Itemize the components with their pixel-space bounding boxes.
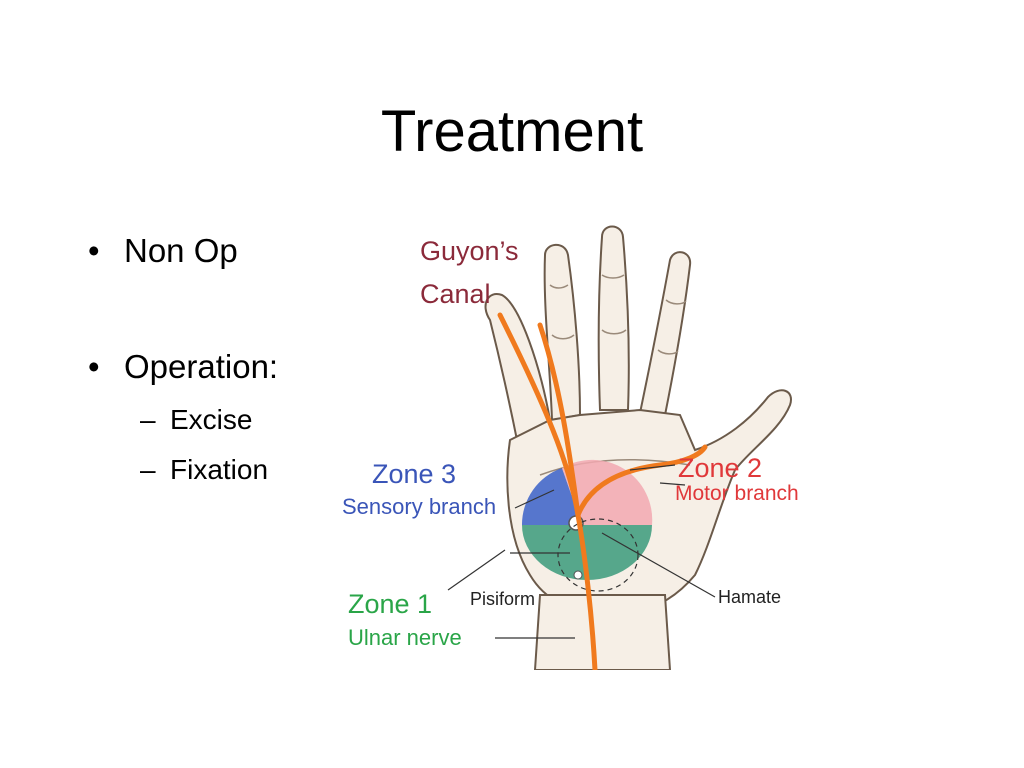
bullet-operation: • Operation: (88, 348, 278, 386)
label-ulnar-nerve: Ulnar nerve (348, 625, 462, 650)
hamate-hook (573, 570, 583, 580)
label-motor-branch: Motor branch (675, 482, 799, 505)
bullet-marker: • (88, 348, 100, 385)
slide-title: Treatment (380, 99, 644, 164)
label-zone1: Zone 1 (348, 589, 432, 619)
bullet-marker: • (88, 232, 100, 269)
sub-bullet-marker: – (140, 404, 156, 435)
bullet-text: Non Op (124, 232, 238, 269)
label-sensory-branch: Sensory branch (342, 494, 496, 519)
label-canal: Canal (420, 279, 491, 309)
label-zone3: Zone 3 (372, 459, 456, 489)
bullet-text: Operation: (124, 348, 279, 385)
label-zone2: Zone 2 (678, 453, 762, 483)
ulnar-nerve-branches (497, 312, 708, 670)
figure-labels: Guyon’s Canal Zone 3 Sensory branch Zone… (342, 236, 799, 650)
leader-lines (447, 464, 716, 639)
label-pisiform: Pisiform (470, 589, 535, 609)
sub-bullet-text: Fixation (170, 454, 269, 485)
zone2-region (562, 459, 653, 525)
sub-bullet-fixation: –Fixation (140, 454, 268, 486)
hand-diagram: Guyon’s Canal Zone 3 Sensory branch Zone… (342, 225, 799, 670)
label-guyons: Guyon’s (420, 236, 519, 266)
label-hamate: Hamate (718, 587, 781, 607)
canal-dashed-outline (557, 518, 639, 592)
hand-anatomy-figure: Guyon’s Canal Zone 3 Sensory branch Zone… (340, 215, 950, 670)
zone-circle (521, 459, 653, 592)
zone1-region (522, 525, 652, 580)
zone3-region (521, 468, 582, 525)
sub-bullet-excise: –Excise (140, 404, 252, 436)
bullet-non-op: • Non Op (88, 232, 238, 270)
sub-bullet-text: Excise (170, 404, 253, 435)
sub-bullet-marker: – (140, 454, 156, 485)
